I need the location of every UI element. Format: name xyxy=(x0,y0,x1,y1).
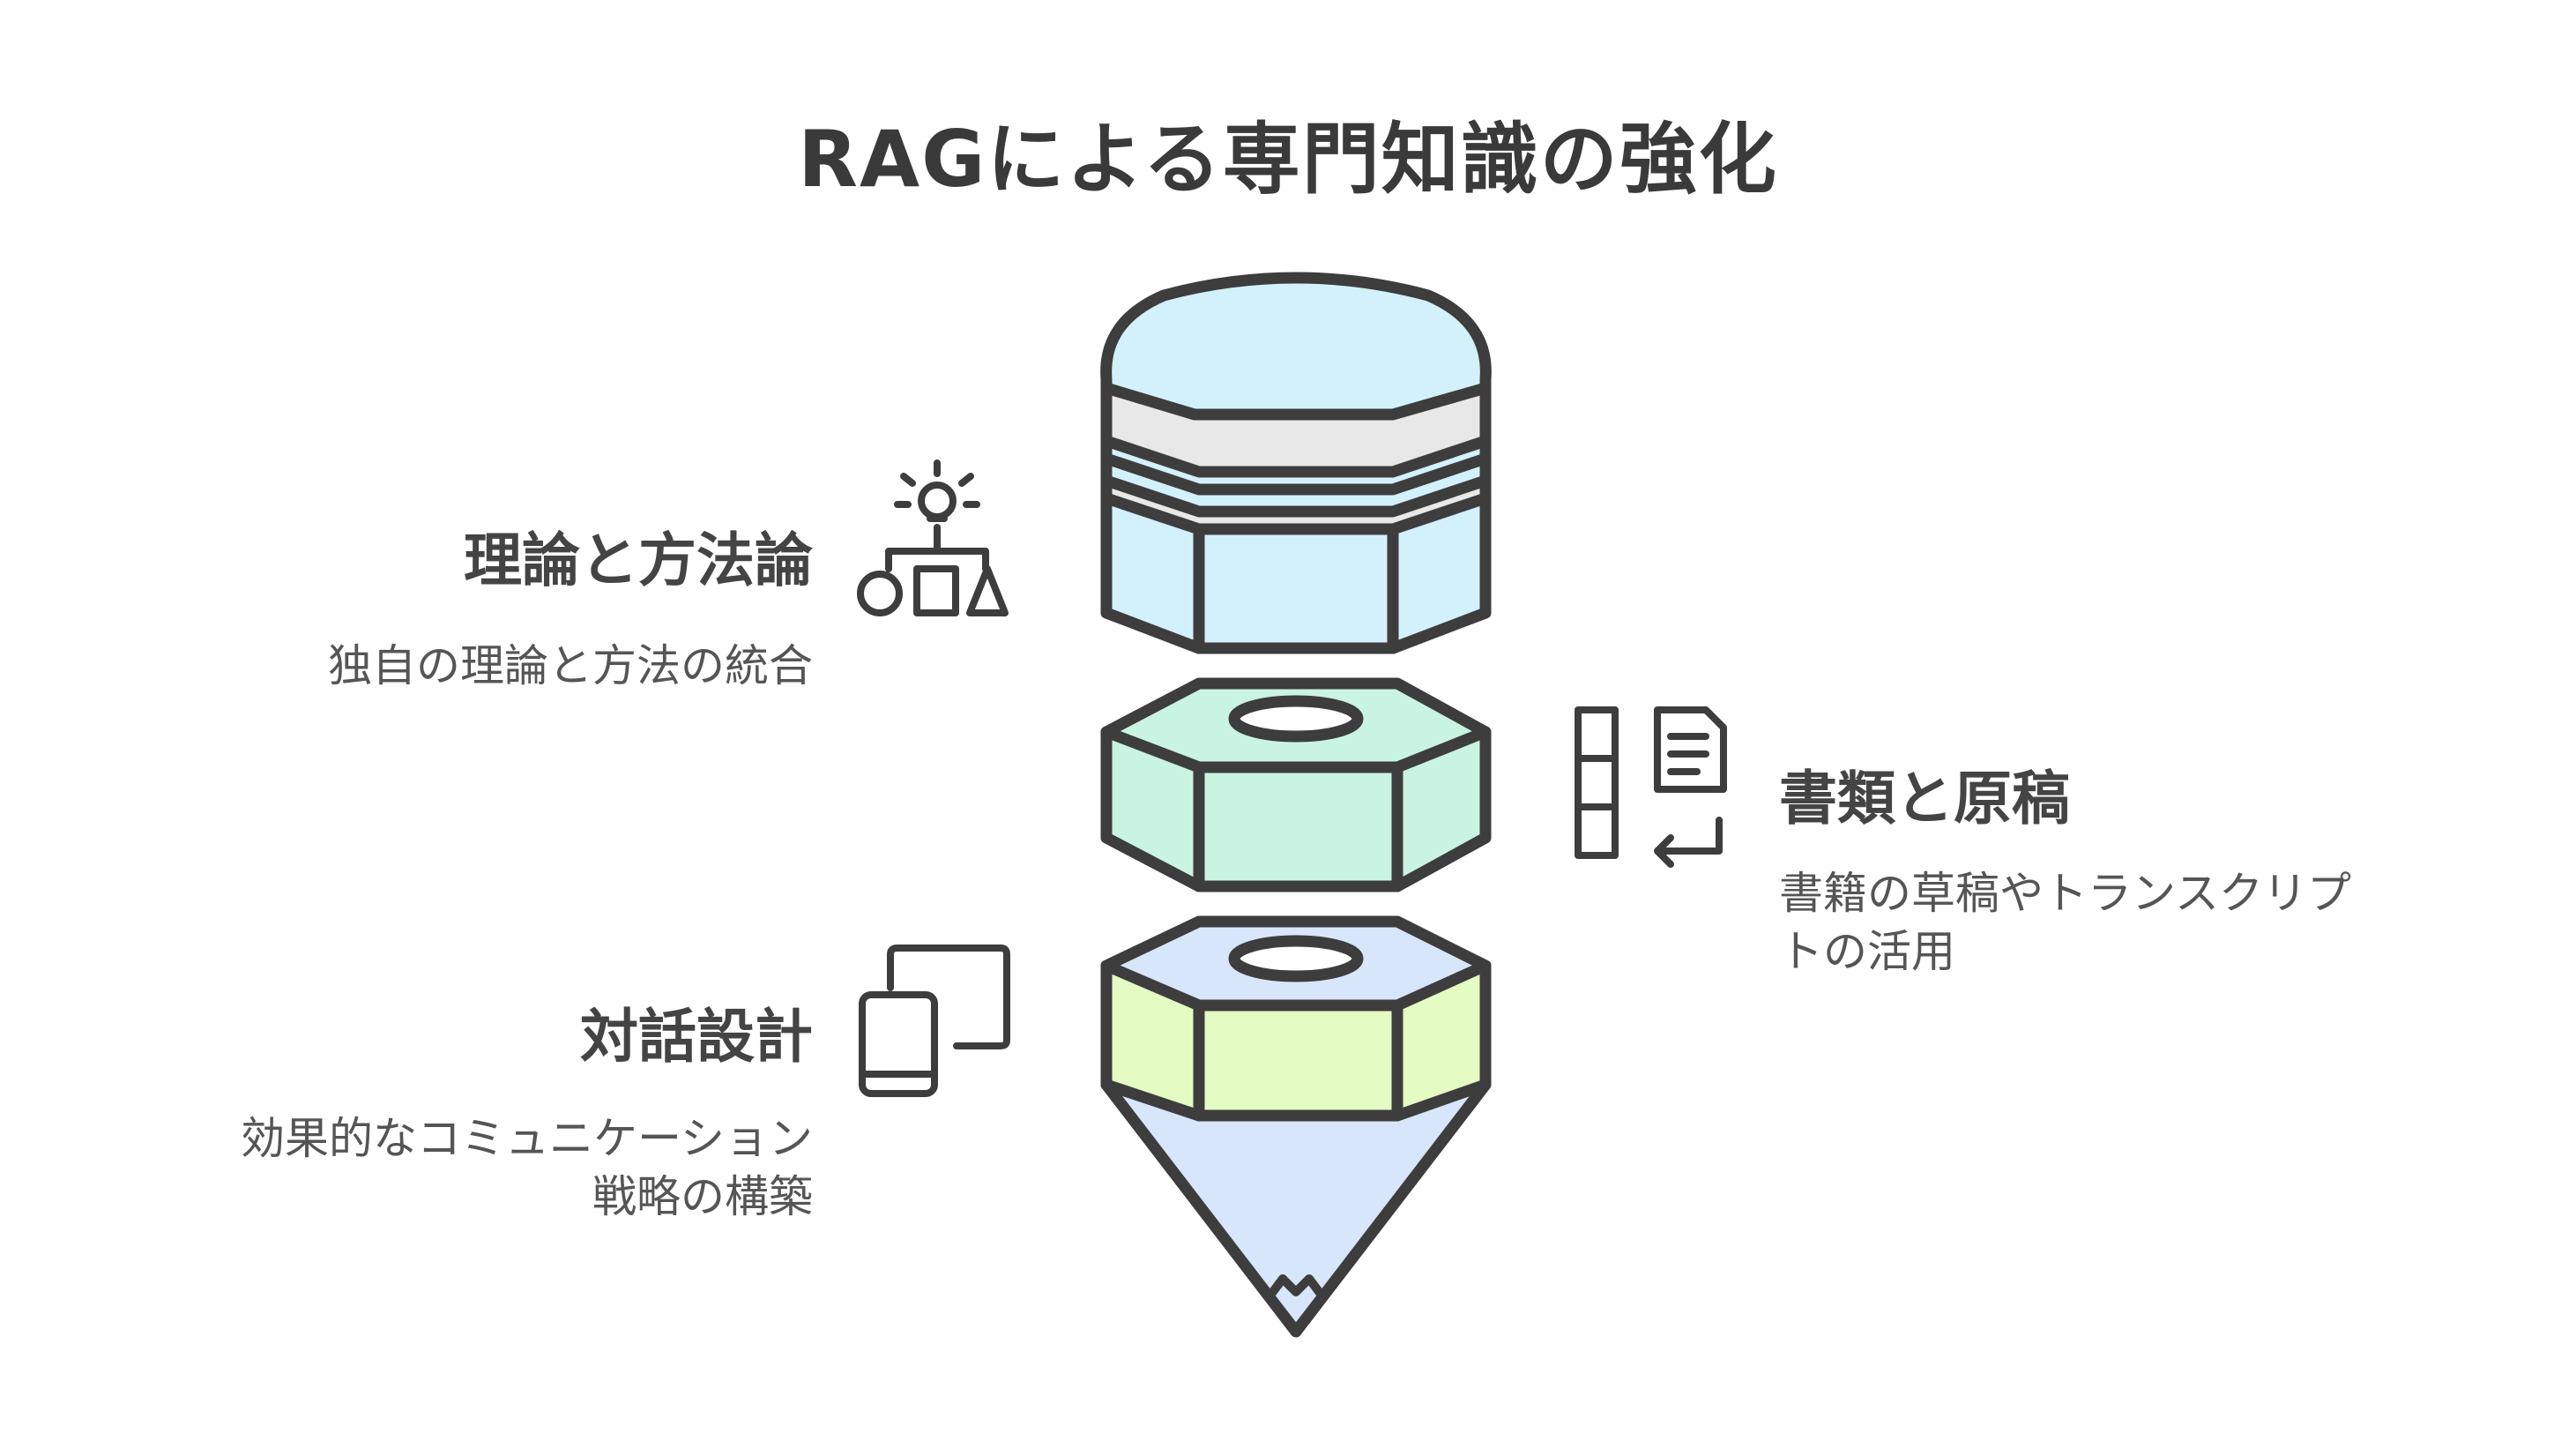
desc-theory-methodology: 独自の理論と方法の統合 xyxy=(328,640,813,691)
heading-theory-methodology: 理論と方法論 xyxy=(464,526,813,594)
devices-icon xyxy=(859,945,1010,1097)
heading-documents-manuscripts: 書類と原稿 xyxy=(1779,765,2070,833)
diagram-title: RAGによる専門知識の強化 xyxy=(798,114,1778,205)
desc-documents-manuscripts-line2: トの活用 xyxy=(1779,926,1955,977)
pencil-middle-segment xyxy=(1100,677,1492,892)
document-list-icon xyxy=(1575,706,1727,868)
desc-dialogue-design-line1: 効果的なコミュニケーション xyxy=(241,1113,813,1164)
idea-shapes-icon xyxy=(857,459,1009,616)
desc-dialogue-design-line2: 戦略の構築 xyxy=(592,1171,813,1222)
desc-documents-manuscripts-line1: 書籍の草稿やトランスクリプ xyxy=(1779,868,2351,919)
pencil-top-segment xyxy=(1100,272,1492,654)
pencil-bottom-segment xyxy=(1100,915,1492,1338)
heading-dialogue-design: 対話設計 xyxy=(580,1003,813,1071)
